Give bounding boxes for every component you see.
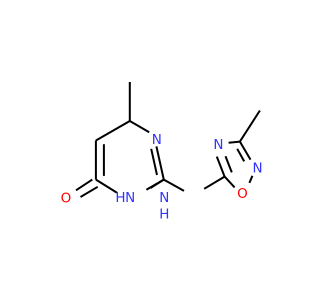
bond-n1-c2 xyxy=(155,146,165,180)
bond-c5-c6 xyxy=(95,120,131,142)
bond-n1-c2-inner xyxy=(150,148,158,176)
bond-c3-n2-inner xyxy=(236,148,246,162)
chemical-structure: N N H N H O N N O xyxy=(61,82,263,223)
atom-o-oxadiazole: O xyxy=(237,186,248,202)
atom-oxygen-carbonyl: O xyxy=(61,190,72,206)
atom-n-ring-top: N xyxy=(152,132,162,148)
bond-c4-o-2 xyxy=(79,185,99,198)
bond-c3-n2 xyxy=(239,141,252,161)
bond-o1-c5 xyxy=(223,175,236,189)
bond-c2-nh xyxy=(149,178,165,189)
atom-labels: N N H N H O N N O xyxy=(61,132,263,223)
atom-n-oxadiazole-4: N xyxy=(213,137,223,153)
bond-c3-methyl xyxy=(239,109,261,143)
atom-n-linker: N xyxy=(159,190,169,206)
bond-c4-o-1 xyxy=(75,178,93,192)
bond-nh-c5ox xyxy=(203,175,226,190)
atom-n-ring-nh: N xyxy=(125,190,135,206)
oxadiazole-ring-bonds xyxy=(215,109,261,189)
atom-n-oxadiazole-2: N xyxy=(253,160,263,176)
bond-c6-n1 xyxy=(129,120,150,134)
carbonyl-bonds xyxy=(75,178,99,198)
bond-n4-c3 xyxy=(228,140,241,144)
bond-n2-o1 xyxy=(248,175,254,184)
bond-n3-c4 xyxy=(95,178,118,194)
linker-bonds xyxy=(149,175,226,192)
bond-c5-n4 xyxy=(215,156,226,177)
atom-h-linker: H xyxy=(159,207,169,223)
atom-h-ring-nh: H xyxy=(115,190,125,206)
bond-c2-nh-link xyxy=(163,178,185,192)
bond-c5-n4-inner xyxy=(224,155,233,173)
